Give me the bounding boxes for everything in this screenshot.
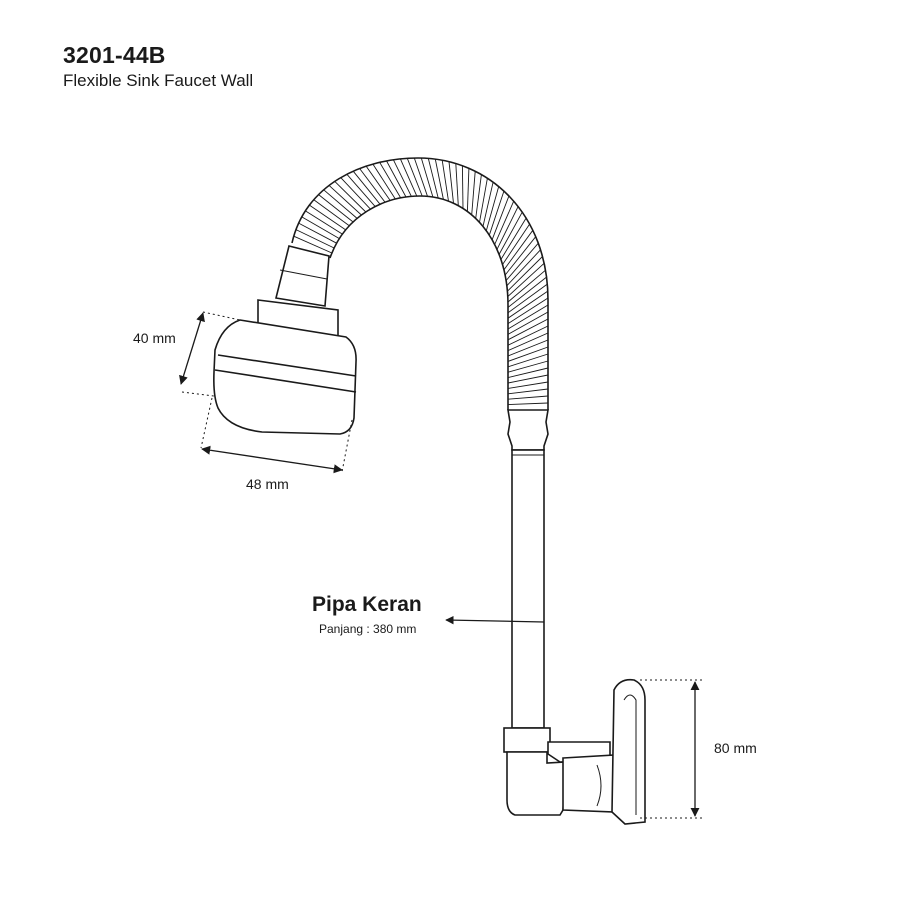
hose-rib: [507, 332, 549, 352]
hose-rib: [482, 182, 494, 227]
hose-rib: [507, 388, 549, 395]
hose-rib: [507, 256, 543, 292]
head-band-bottom: [214, 369, 357, 393]
hose-rib: [507, 395, 549, 400]
hose-rib: [479, 178, 488, 223]
handle-height-label: 80 mm: [714, 740, 757, 756]
hose-rib: [488, 190, 505, 236]
hose-rib: [466, 168, 470, 212]
product-header: 3201-44B Flexible Sink Faucet Wall: [63, 42, 253, 92]
hose-rib: [346, 174, 376, 207]
hose-rib: [301, 216, 340, 239]
hose-rib: [293, 235, 333, 254]
hose-rib: [507, 311, 549, 335]
hose-rib: [502, 223, 530, 265]
hose-outer-edge: [291, 157, 549, 410]
hose-rib: [506, 249, 541, 287]
hose-rib: [507, 269, 546, 303]
hose-rib: [507, 374, 549, 384]
hose-rib: [496, 206, 519, 250]
flexible-hose: [291, 157, 549, 410]
hose-rib: [318, 194, 354, 223]
hose-rib: [455, 163, 459, 206]
hose-rib: [507, 325, 549, 346]
hose-rib: [352, 170, 381, 205]
hose-rib: [379, 162, 402, 199]
hose-rib: [323, 189, 358, 219]
hose-rib: [399, 158, 418, 197]
hose-rib: [507, 297, 549, 324]
hose-rib: [498, 211, 523, 255]
hose-rib: [420, 157, 434, 198]
pipe-leader: [445, 615, 545, 625]
hose-rib: [392, 159, 412, 197]
hose-rib: [503, 230, 534, 271]
hose-rib: [359, 168, 386, 203]
shower-head: [213, 299, 357, 435]
hose-rib: [334, 181, 367, 213]
hose-rib: [507, 360, 549, 373]
hose-rib: [427, 158, 439, 199]
hose-rib: [504, 236, 537, 276]
hose-rib: [461, 165, 464, 209]
dimension-head-width: [200, 397, 353, 474]
hose-rib: [475, 174, 482, 219]
hose-rib: [507, 318, 549, 341]
hose-rib: [372, 163, 396, 200]
hose-rib: [413, 157, 428, 197]
pipe-length-label: Panjang : 380 mm: [319, 622, 417, 636]
hose-rib: [494, 201, 515, 245]
hose-rib: [298, 222, 337, 244]
hose-rib: [309, 204, 346, 231]
hose-rib: [491, 195, 510, 240]
hose-rib: [507, 290, 549, 319]
head-band-top: [217, 354, 357, 377]
hose-rib: [507, 381, 549, 389]
hose-rib: [507, 276, 547, 308]
head-height-label: 40 mm: [133, 330, 176, 346]
hose-rib: [507, 346, 549, 362]
hose-rib: [441, 160, 449, 202]
hose-rib: [328, 185, 362, 216]
hose-rib: [507, 339, 549, 357]
lever-handle: [611, 678, 646, 825]
hose-collar: [275, 245, 330, 307]
hose-inner-edge: [329, 195, 509, 410]
head-body: [213, 319, 357, 435]
hose-rib: [313, 199, 350, 227]
hose-rib: [386, 160, 407, 198]
hose-rib: [500, 217, 527, 260]
pipe-title: Pipa Keran: [312, 593, 422, 616]
hose-rib: [507, 304, 549, 330]
hose-rib: [340, 177, 371, 210]
head-width-label: 48 mm: [246, 476, 289, 492]
hose-rib: [485, 186, 500, 231]
wall-elbow: [503, 727, 616, 816]
hose-rib: [365, 165, 391, 201]
dimension-handle-height: [640, 679, 704, 819]
rigid-pipe: [507, 409, 549, 729]
hose-rib: [434, 159, 444, 200]
hose-ribs: [293, 157, 549, 406]
hose-rib: [471, 171, 476, 215]
hose-rib: [305, 210, 343, 235]
hose-rib: [507, 367, 549, 379]
hose-rib: [406, 158, 423, 197]
hose-rib: [448, 161, 454, 204]
hose-rib: [505, 242, 539, 281]
product-description: Flexible Sink Faucet Wall: [63, 71, 254, 90]
hose-rib: [507, 262, 545, 297]
hose-rib: [507, 402, 549, 406]
hose-rib: [507, 353, 549, 368]
hose-rib: [507, 283, 548, 314]
hose-rib: [295, 229, 335, 249]
product-code: 3201-44B: [63, 42, 166, 68]
dimension-head-height: [179, 311, 241, 397]
